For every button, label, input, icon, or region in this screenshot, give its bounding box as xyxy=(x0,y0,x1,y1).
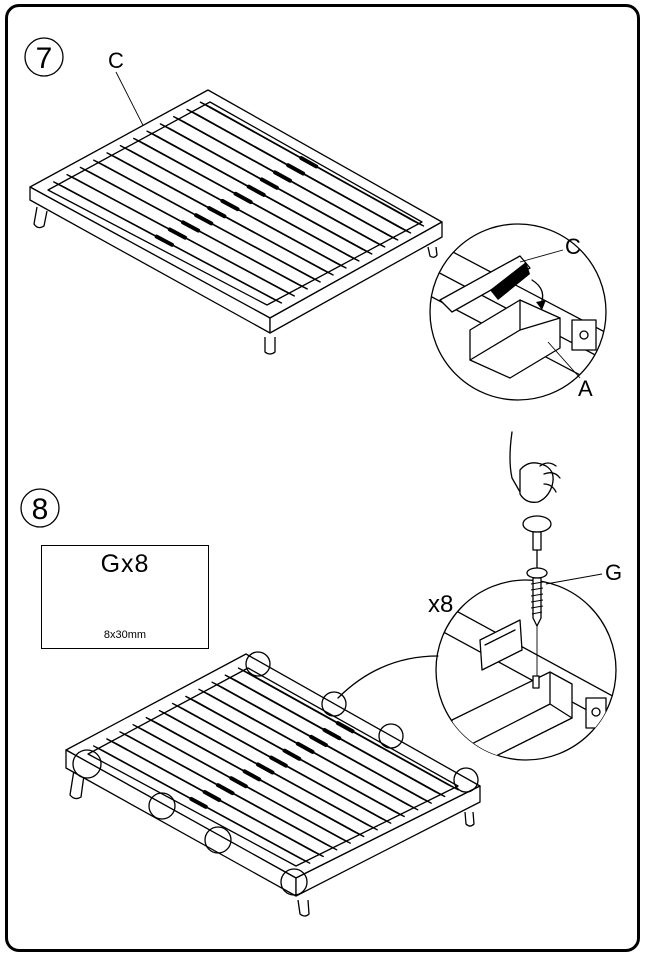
slat-support-mark xyxy=(255,762,275,775)
slat-support-mark xyxy=(229,776,248,789)
slat-support-mark xyxy=(282,748,302,761)
step-8-number: 8 xyxy=(32,493,49,526)
step-8-number-badge: 8 xyxy=(20,488,60,528)
slat-support-mark xyxy=(269,755,288,768)
detail-callout-step-7: C A xyxy=(429,223,607,401)
callout-label-part-g: G xyxy=(605,560,622,585)
slat-support-mark xyxy=(167,227,188,240)
screw-position-markers xyxy=(72,651,479,896)
callout-label-part-a: A xyxy=(578,376,593,401)
slat-support-mark xyxy=(154,234,174,247)
slat-support-mark xyxy=(272,170,292,183)
slat-support-mark xyxy=(299,156,319,169)
bed-frame-step-7 xyxy=(29,89,443,355)
slat-support-mark xyxy=(246,184,266,197)
hardware-size: 8x30mm xyxy=(103,629,147,641)
slat-support-mark xyxy=(286,163,306,176)
slat-support-mark xyxy=(335,721,355,734)
step-7-number-badge: 7 xyxy=(24,37,64,77)
hardware-code: Gx8 xyxy=(100,550,150,578)
slat-support-mark xyxy=(309,734,328,748)
step-7-number: 7 xyxy=(36,42,53,75)
hardware-box: Gx8 8x30mm xyxy=(41,545,209,649)
detail-callout-step-8: x8 G xyxy=(337,560,622,761)
bed-frame-step-8 xyxy=(65,651,481,917)
slat-support-mark xyxy=(233,191,253,205)
slat-support-mark xyxy=(242,769,262,782)
slat-support-mark xyxy=(215,783,235,796)
callout-label-part-c: C xyxy=(565,234,581,259)
slat-support-mark xyxy=(322,727,342,741)
slat-support-mark xyxy=(189,796,208,809)
slat-support-mark xyxy=(180,220,201,233)
instruction-page xyxy=(5,4,640,952)
slat-support-mark xyxy=(194,213,214,226)
slat-support-mark xyxy=(220,198,240,212)
slat-support-mark xyxy=(202,790,222,802)
slat-support-mark xyxy=(259,177,279,190)
screwdriver-hand-illustration xyxy=(509,431,561,569)
slat-support-mark xyxy=(207,206,227,219)
label-part-c: C xyxy=(108,48,124,73)
callout-quantity: x8 xyxy=(428,591,453,618)
slat-support-mark xyxy=(295,741,315,754)
